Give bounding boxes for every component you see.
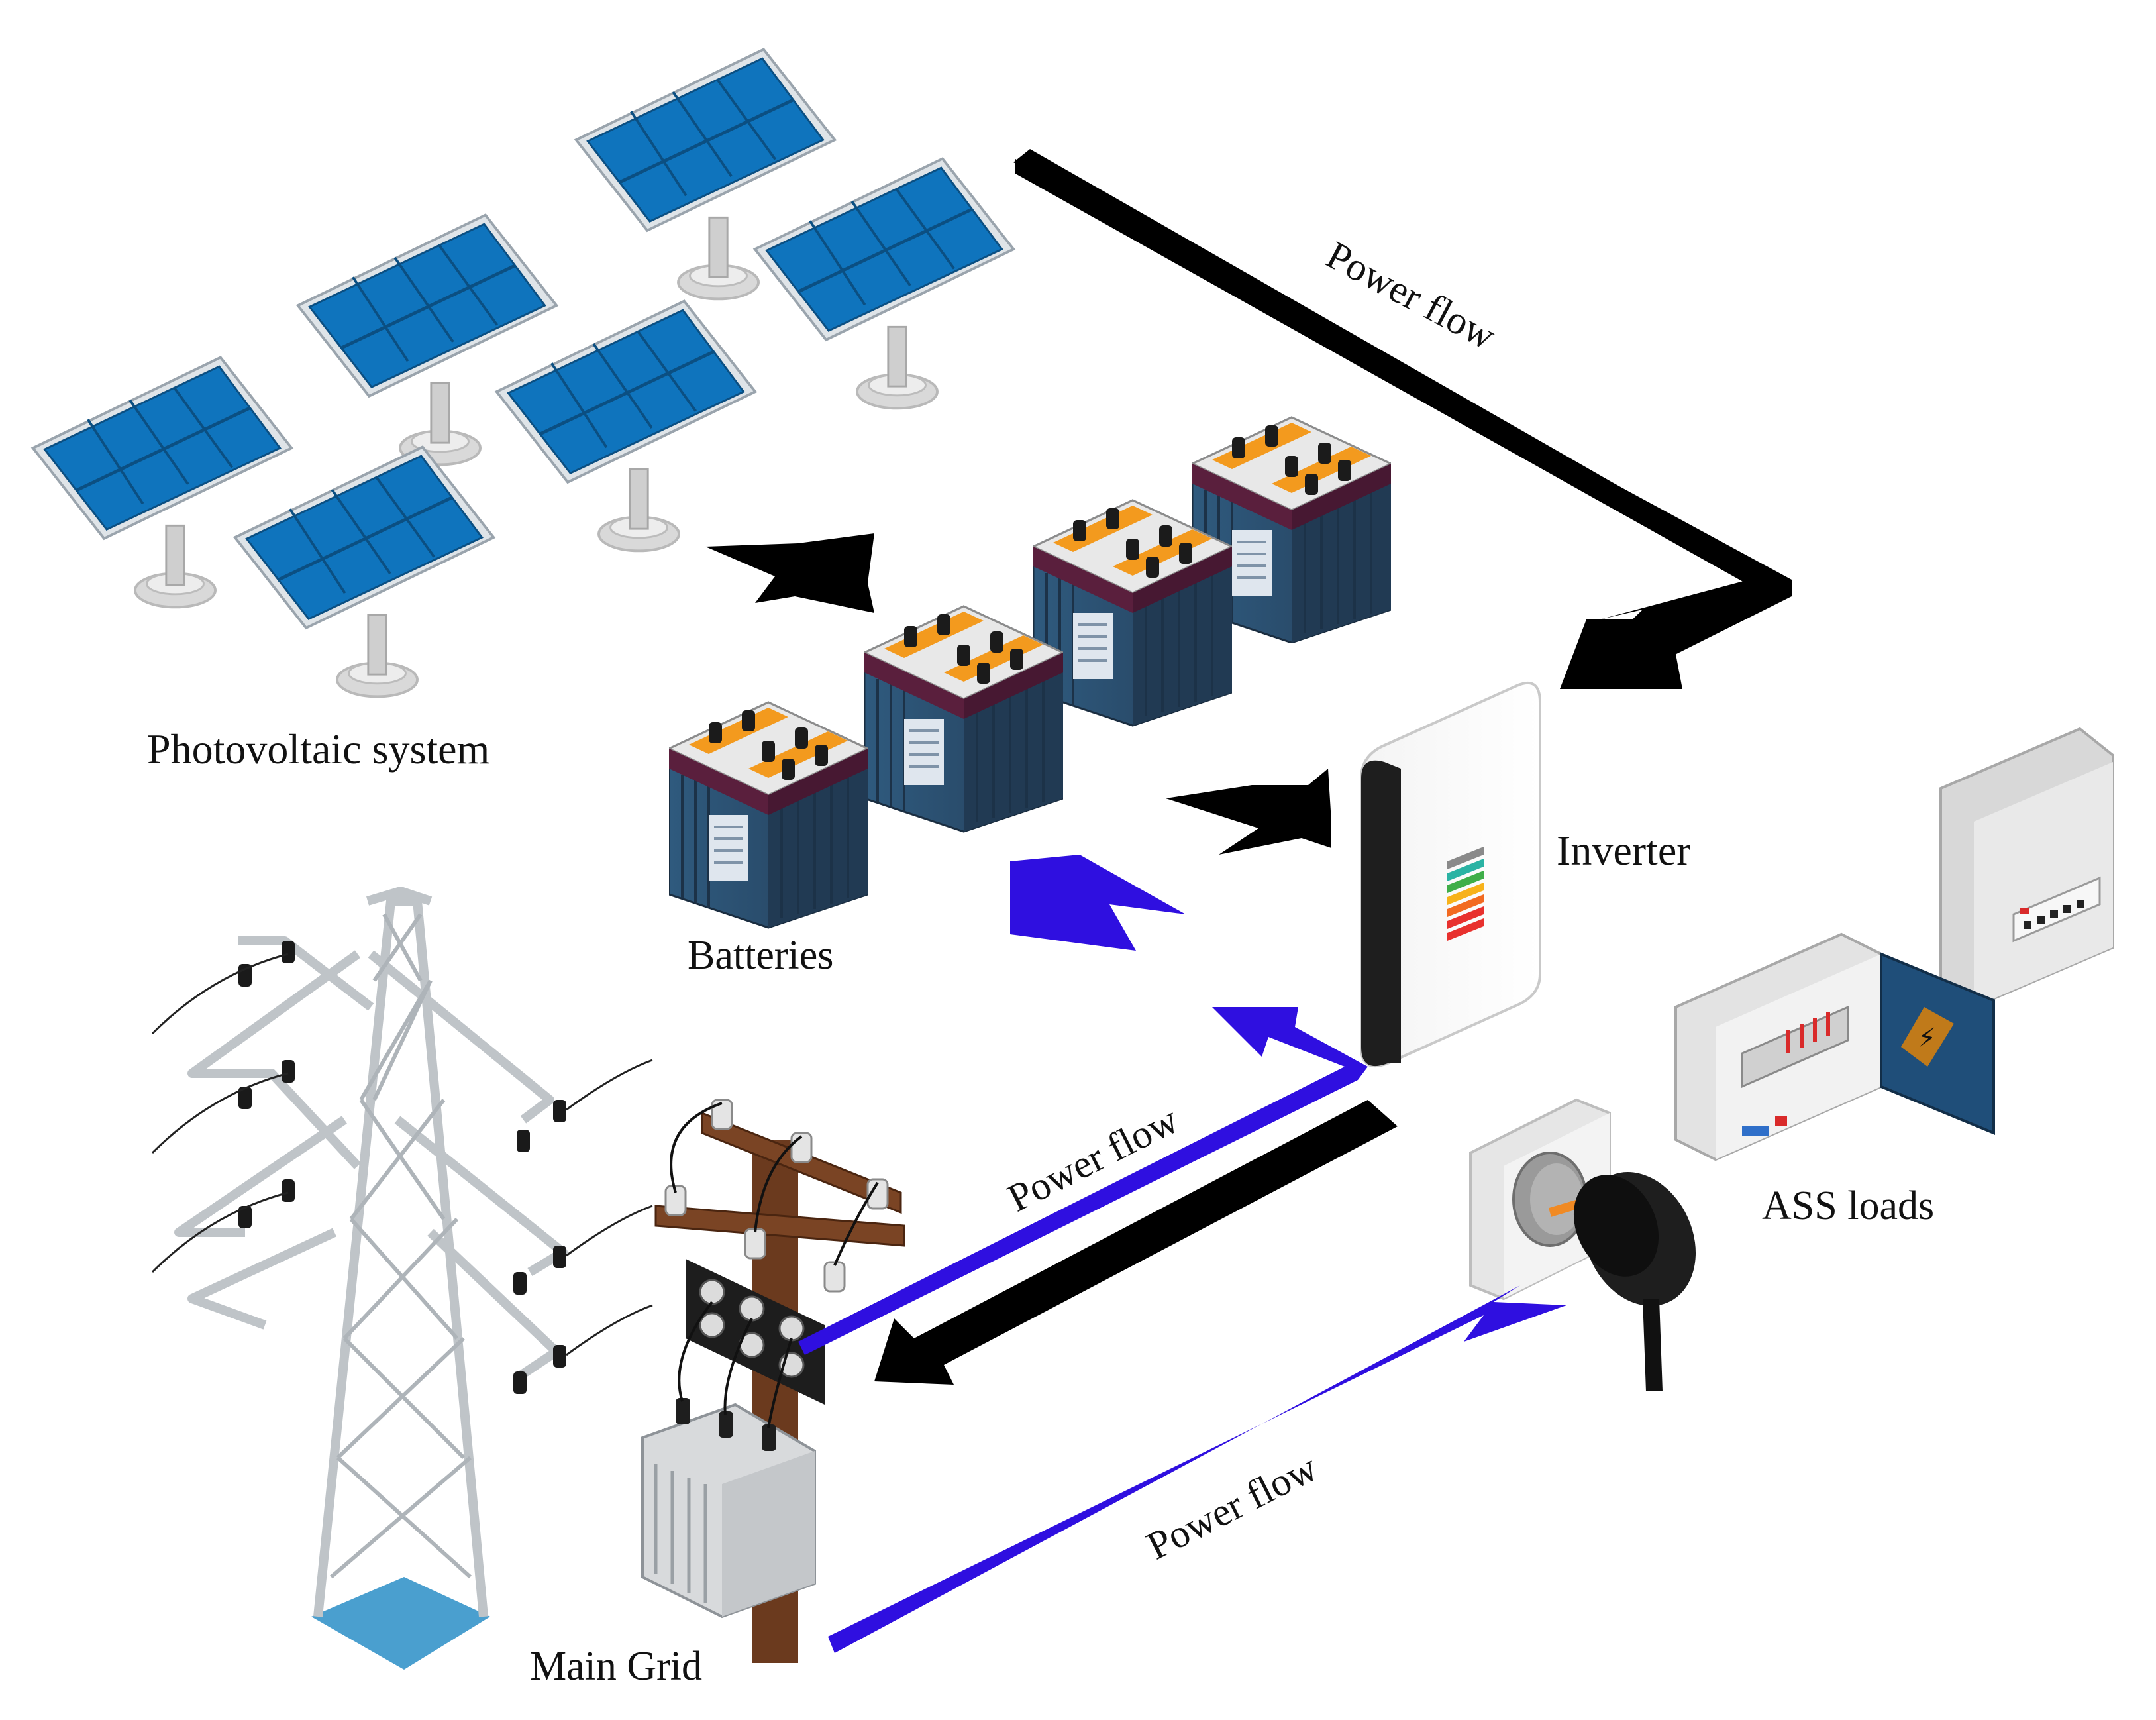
main-grid-label: Main Grid: [530, 1644, 702, 1689]
arrow-inverter-to-grid: [874, 1100, 1398, 1385]
solar-panel-icon: [298, 215, 556, 465]
batteries-label: Batteries: [688, 933, 833, 978]
solar-panel-icon: [33, 358, 291, 608]
arrow-batteries-to-inverter: [1166, 769, 1331, 855]
battery-icon: [669, 702, 868, 928]
ass-loads-label: ASS loads: [1762, 1183, 1934, 1228]
utility-pole-icon: [641, 1099, 905, 1663]
arrow-inverter-to-batteries: [1010, 855, 1186, 951]
high-voltage-icon: ⚡: [1918, 1023, 1936, 1053]
pv-label: Photovoltaic system: [147, 726, 489, 773]
solar-panel-icon: [235, 447, 493, 697]
transformer-icon: [641, 1398, 816, 1619]
battery-icon: [864, 606, 1063, 832]
arrow-pv-to-batteries: [705, 533, 874, 613]
arrow-grid-to-loads: [828, 1285, 1566, 1653]
inverter-label: Inverter: [1557, 827, 1691, 874]
inverter-icon: [1360, 682, 1541, 1067]
distribution-panel-icon: ⚡: [1674, 932, 1995, 1161]
solar-panel-icon: [497, 301, 755, 551]
batteries-group: [669, 416, 1391, 928]
flow-label-grid-loads: Power flow: [1140, 1445, 1325, 1568]
socket-plug-icon: [1469, 1098, 1696, 1391]
arrow-grid-to-inverter: [798, 1007, 1368, 1355]
arrows-group: [705, 149, 1792, 1653]
transmission-tower-icon: [151, 887, 653, 1670]
electricity-meter-icon: [1939, 727, 2114, 1009]
ass-loads-group: ⚡: [1469, 727, 2114, 1391]
solar-panel-icon: [755, 159, 1013, 409]
